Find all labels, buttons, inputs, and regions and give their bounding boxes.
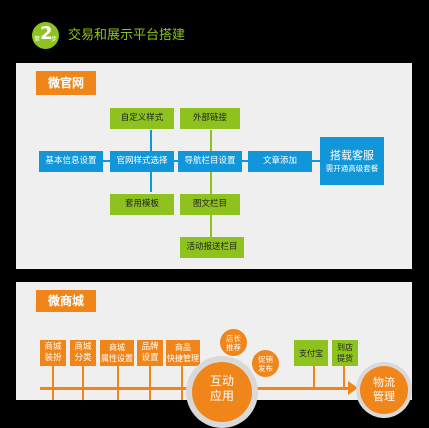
- interaction-line2: 应用: [209, 389, 234, 403]
- node-external-link: 外部链接: [180, 108, 240, 129]
- service-title: 搭载客服: [330, 148, 374, 162]
- tick-below-4: [149, 390, 151, 400]
- promotion-line1: 促销: [258, 354, 273, 364]
- mall-box-attributes-line1: 商城: [109, 343, 125, 352]
- mall-box-attributes-line2: 属性设置: [101, 354, 133, 363]
- mall-box-decorate: 商城 装扮: [40, 340, 66, 366]
- mall-box-product: 商品 快捷管理: [166, 340, 200, 366]
- mall-box-brand-line2: 设置: [141, 353, 159, 363]
- node-customer-service: 搭载客服 需开通高级套餐: [320, 137, 384, 185]
- mall-box-decorate-line1: 商城: [44, 342, 62, 352]
- tick-5: [181, 366, 183, 387]
- flow-arrow-head: [348, 381, 358, 395]
- badge-number: 2: [40, 23, 53, 44]
- badge-prefix: 第: [34, 36, 41, 43]
- tick-3: [117, 366, 119, 387]
- node-basic-info: 基本信息设置: [39, 151, 103, 172]
- tick-below-3: [117, 390, 119, 400]
- mall-box-brand: 品牌 设置: [137, 340, 163, 366]
- node-custom-style: 自定义样式: [110, 108, 174, 129]
- node-nav-setting: 导航栏目设置: [178, 151, 242, 172]
- tick-1: [52, 366, 54, 387]
- tick-6: [313, 366, 315, 387]
- service-subtitle: 需开通高级套餐: [325, 163, 379, 173]
- node-site-style: 官网样式选择: [110, 151, 174, 172]
- mall-box-category-line1: 商城: [74, 342, 92, 352]
- node-image-text: 图文栏目: [180, 194, 240, 215]
- mall-box-product-line1: 商品: [175, 343, 191, 352]
- step-badge: 第 2 步: [32, 22, 59, 49]
- interaction-line1: 互动: [209, 374, 234, 388]
- mall-box-brand-line1: 品牌: [141, 342, 159, 352]
- micro-mall-tab: 微商城: [36, 290, 96, 312]
- micro-site-tab: 微官网: [36, 71, 96, 95]
- pickup-box: 到店 提货: [332, 340, 358, 366]
- mall-box-product-line2: 快捷管理: [167, 354, 199, 363]
- connector-nav-vertical: [210, 130, 212, 238]
- mall-box-category-line2: 分类: [74, 353, 92, 363]
- logistics-line1: 物流: [373, 376, 395, 389]
- tick-2: [82, 366, 84, 387]
- promotion-circle: 促销 发布: [252, 350, 279, 377]
- page-title: 交易和展示平台搭建: [68, 28, 186, 43]
- mall-box-category: 商城 分类: [70, 340, 96, 366]
- node-article-add: 文章添加: [248, 151, 312, 172]
- pickup-line1: 到店: [337, 343, 353, 352]
- tick-4: [149, 366, 151, 387]
- node-activity: 活动报送栏目: [180, 237, 244, 258]
- alipay-box: 支付宝: [294, 340, 328, 366]
- interaction-circle: 互动 应用: [192, 362, 252, 422]
- mall-box-decorate-line2: 装扮: [44, 353, 62, 363]
- store-recommend-line2: 推荐: [226, 342, 241, 352]
- tick-below-1: [52, 390, 54, 400]
- tick-below-5: [181, 390, 183, 400]
- mall-box-attributes: 商城 属性设置: [100, 340, 134, 366]
- tick-below-2: [82, 390, 84, 400]
- store-recommend-line1: 店长: [226, 333, 241, 343]
- node-template: 套用模板: [110, 194, 174, 215]
- badge-suffix: 步: [50, 36, 57, 43]
- pickup-line2: 提货: [337, 354, 353, 363]
- tick-7: [343, 366, 345, 387]
- promotion-line2: 发布: [258, 363, 273, 373]
- logistics-circle: 物流 管理: [360, 366, 408, 414]
- logistics-line2: 管理: [373, 390, 395, 403]
- store-recommend-circle: 店长 推荐: [220, 329, 247, 356]
